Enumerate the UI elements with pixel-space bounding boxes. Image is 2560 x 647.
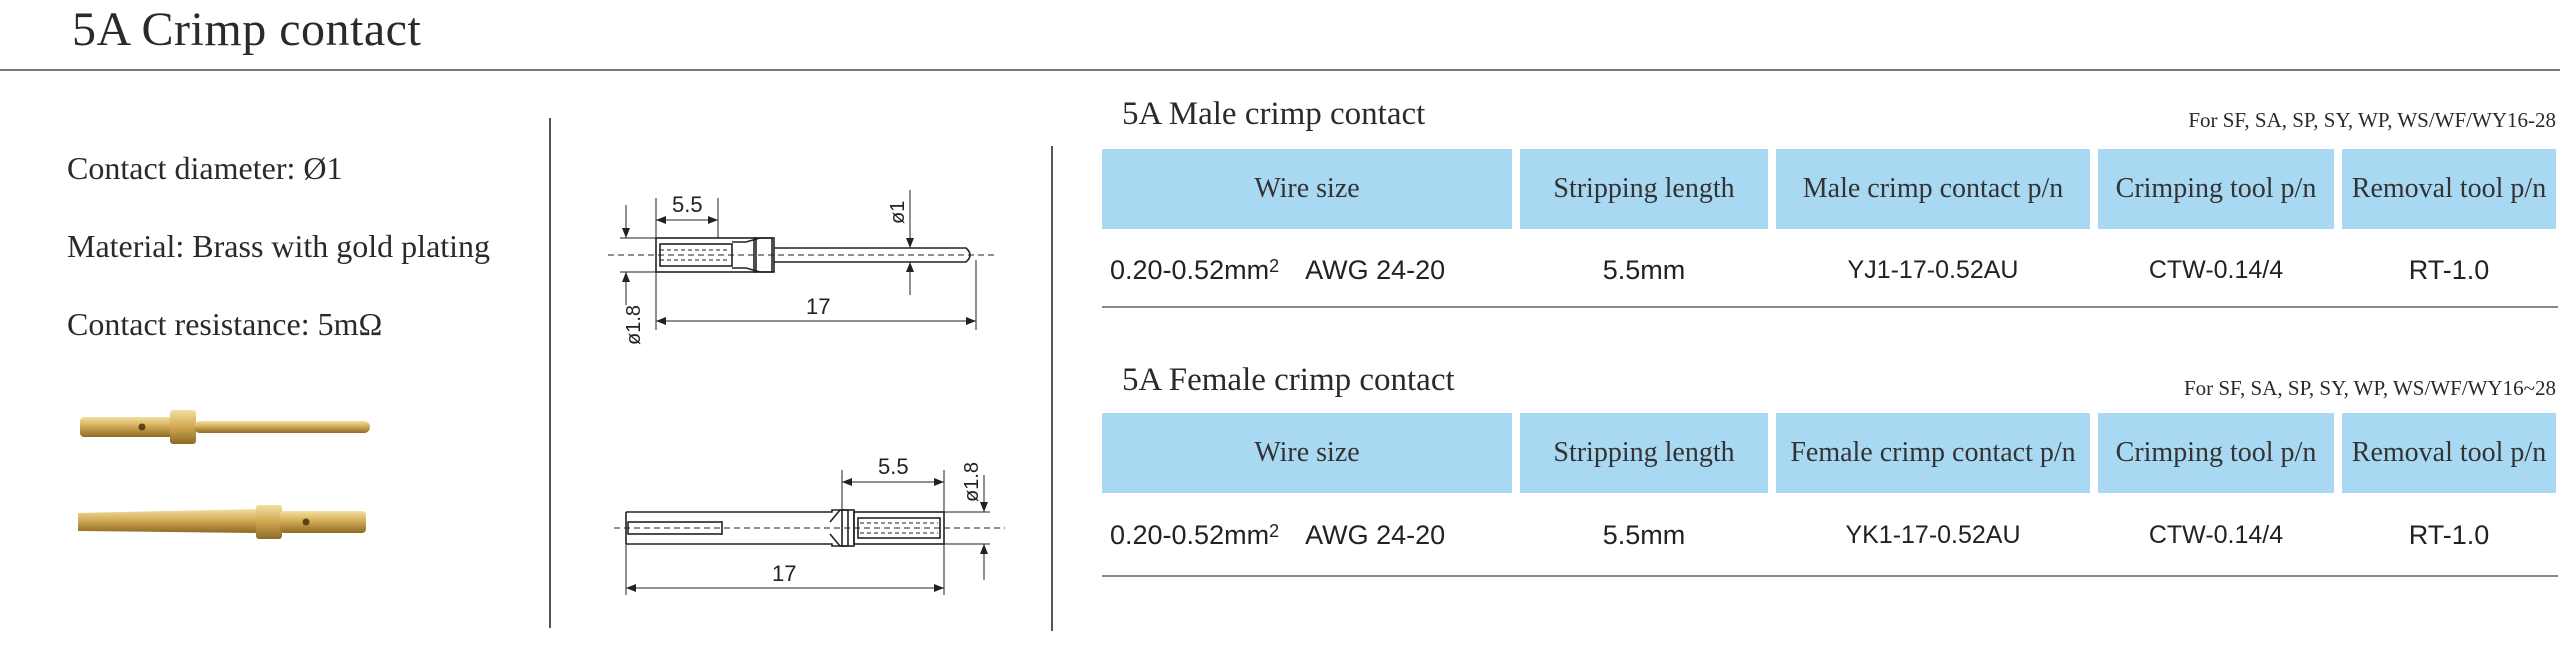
contact-photos <box>78 410 370 539</box>
female-header-stripping: Stripping length <box>1520 413 1768 493</box>
male-dim-diameter: ø1 <box>887 201 909 224</box>
male-section-title: 5A Male crimp contact <box>1122 96 1426 132</box>
female-awg-value: AWG 24-20 <box>1305 519 1446 550</box>
female-header-removal-tool: Removal tool p/n <box>2342 413 2556 493</box>
male-cell-contact-pn: YJ1-17-0.52AU <box>1847 255 2019 284</box>
spec-material: Material: Brass with gold plating <box>67 228 491 264</box>
male-contact-drawing: 5.5 17 ø1 ø1.8 <box>608 190 995 345</box>
female-wire-size-sup: 2 <box>1269 520 1280 541</box>
male-section-note: For SF, SA, SP, SY, WP, WS/WF/WY16-28 <box>2188 108 2556 132</box>
male-cell-crimp-tool: CTW-0.14/4 <box>2148 255 2284 284</box>
male-wire-size-value: 0.20-0.52mm <box>1110 254 1270 285</box>
male-dim-body: ø1.8 <box>623 305 645 345</box>
male-header-contact-pn: Male crimp contact p/n <box>1776 149 2090 229</box>
male-contact-photo <box>80 410 370 444</box>
female-contact-drawing: 5.5 17 ø1.8 <box>614 454 1005 595</box>
spec-contact-diameter: Contact diameter: Ø1 <box>67 150 343 186</box>
male-header-wire-size: Wire size <box>1102 149 1512 229</box>
male-header-stripping: Stripping length <box>1520 149 1768 229</box>
page-title: 5A Crimp contact <box>72 3 422 56</box>
female-cell-removal-tool: RT-1.0 <box>2408 519 2490 550</box>
female-dim-total: 17 <box>772 561 796 586</box>
female-cell-crimp-tool: CTW-0.14/4 <box>2148 520 2284 549</box>
female-dim-length: 5.5 <box>878 454 909 479</box>
female-wire-size-value: 0.20-0.52mm <box>1110 519 1270 550</box>
female-section-title: 5A Female crimp contact <box>1122 362 1455 398</box>
female-table-bottom-rule <box>1102 575 2558 577</box>
divider-right <box>1051 146 1053 631</box>
female-cell-contact-pn: YK1-17-0.52AU <box>1845 520 2021 549</box>
male-dim-length: 5.5 <box>672 192 703 217</box>
female-header-contact-pn: Female crimp contact p/n <box>1776 413 2090 493</box>
male-cell-stripping: 5.5mm <box>1602 254 1686 285</box>
male-wire-size-sup: 2 <box>1269 255 1280 276</box>
female-cell-stripping: 5.5mm <box>1602 519 1686 550</box>
female-dim-body: ø1.8 <box>961 462 983 502</box>
female-section-note: For SF, SA, SP, SY, WP, WS/WF/WY16~28 <box>2183 376 2556 400</box>
male-cell-removal-tool: RT-1.0 <box>2408 254 2490 285</box>
female-header-crimp-tool: Crimping tool p/n <box>2098 413 2334 493</box>
male-table-bottom-rule <box>1102 306 2558 308</box>
male-dim-total: 17 <box>806 294 830 319</box>
male-header-crimp-tool: Crimping tool p/n <box>2098 149 2334 229</box>
spec-contact-resistance: Contact resistance: 5mΩ <box>67 306 383 342</box>
male-header-removal-tool: Removal tool p/n <box>2342 149 2556 229</box>
title-divider <box>0 69 2560 71</box>
divider-left <box>549 118 551 628</box>
female-header-wire-size: Wire size <box>1102 413 1512 493</box>
female-contact-photo <box>78 505 366 539</box>
male-awg-value: AWG 24-20 <box>1305 254 1446 285</box>
